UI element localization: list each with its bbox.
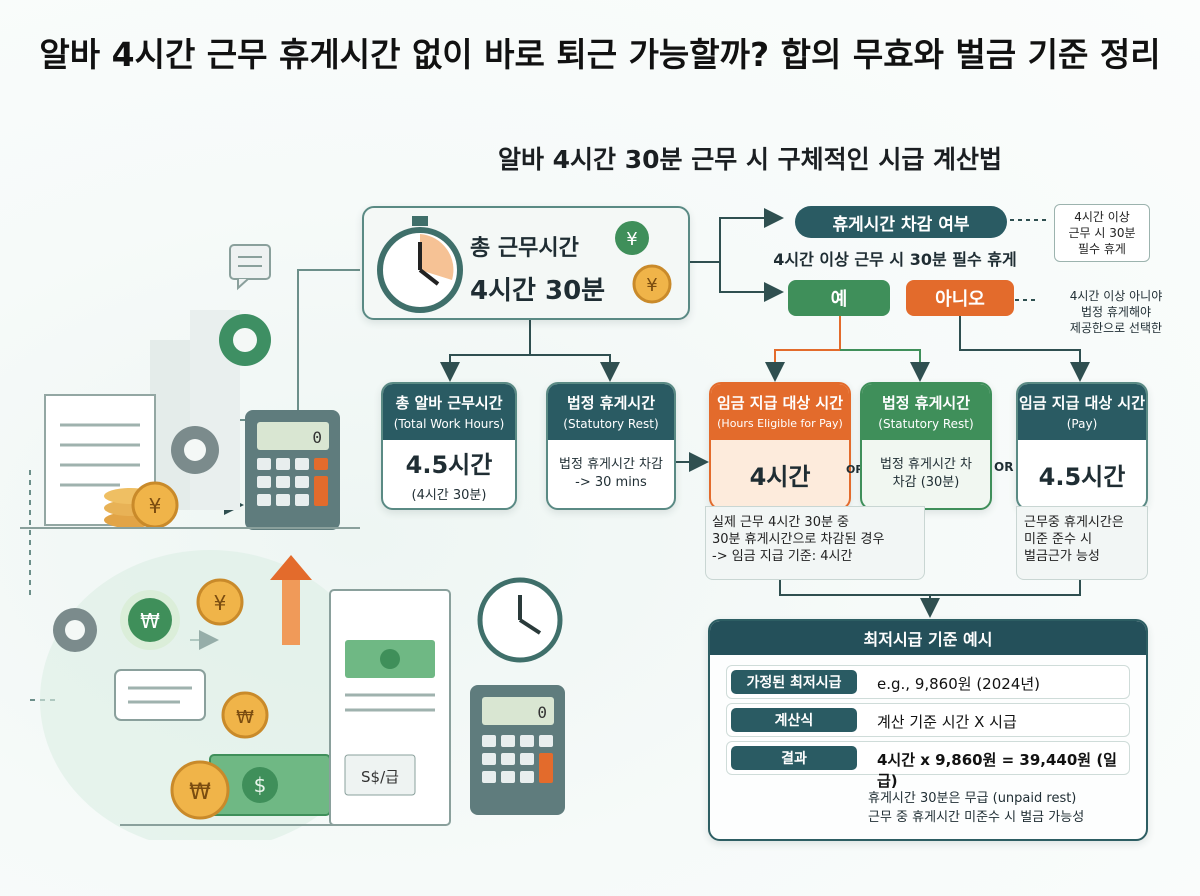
wage-row-value: 계산 기준 시간 X 시급 [877,713,1017,731]
svg-text:¥: ¥ [646,275,657,296]
svg-text:¥: ¥ [626,229,637,250]
svg-text:$: $ [254,773,267,797]
no-option: 아니오 [906,280,1014,316]
yen-coin-icon: ¥ [615,221,649,255]
wage-row-key: 계산식 [731,708,857,732]
wage-row: 가정된 최저시급 e.g., 9,860원 (2024년) [726,665,1130,699]
finance-illustration: ¥ 0 ₩ ¥ $ ₩ [20,244,360,840]
svg-text:₩: ₩ [189,780,211,805]
calculator-icon: 0 [470,685,565,815]
yen-coin-icon: ¥ [196,578,244,626]
card-title: 임금 지급 대상 시간 [716,394,844,412]
pay-note-box [705,506,925,580]
message-bubble-icon [114,669,206,721]
decision-note-top: 4시간 이상 근무 시 30분 필수 휴게 [1054,204,1150,262]
card-title: 법정 휴게시간 [881,394,971,412]
chat-bubble-icon [229,244,271,291]
card-title: 임금 지급 대상 시간 [1018,394,1146,412]
gear-icon [53,608,97,652]
page-title: 알바 4시간 근무 휴게시간 없이 바로 퇴근 가능할까? 합의 무효와 벌금 … [39,35,1161,74]
decision-header: 휴게시간 차감 여부 [795,206,1007,238]
pay-note: 실제 근무 4시간 30분 중 30분 휴게시간으로 차감된 경우 -> 임금 … [712,515,885,564]
card-total-work: 총 알바 근무시간 (Total Work Hours) 4.5시간 (4시간 … [381,382,517,510]
card-subvalue: (4시간 30분) [411,488,487,503]
won-coin-icon: ₩ [170,760,230,820]
card-statutory-rest-2: 법정 휴게시간 (Statutory Rest) 법정 휴게시간 차 차감 (3… [860,382,992,510]
receipt-illustration: S$/급 0 [329,577,565,826]
svg-text:¥: ¥ [214,591,227,615]
min-wage-header: 최저시급 기준 예시 [710,621,1146,655]
svg-text:S$/급: S$/급 [361,768,399,786]
card-pay-2: 임금 지급 대상 시간 (Pay) 4.5시간 [1016,382,1148,510]
svg-text:₩: ₩ [236,707,254,728]
min-wage-panel: 최저시급 기준 예시 가정된 최저시급 e.g., 9,860원 (2024년)… [708,619,1148,841]
wage-row-key: 결과 [731,746,857,770]
or-label: OR [994,460,1014,474]
gear-icon [171,426,219,474]
card-title-en: (Statutory Rest) [563,417,659,431]
svg-text:0: 0 [312,428,322,447]
card-value: 법정 휴게시간 차감 -> 30 mins [559,457,663,490]
gear-icon [219,314,271,366]
wage-row-value: e.g., 9,860원 (2024년) [877,675,1041,693]
yen-coin-icon: ¥ [632,264,672,304]
card-title-en: (Hours Eligible for Pay) [717,417,843,430]
pay2-note: 근무중 휴게시간은 미준 준수 시 벌금근가 능성 [1024,515,1124,564]
svg-text:0: 0 [537,703,547,722]
or-label: OR [846,463,864,476]
card-value: 법정 휴게시간 차 차감 (30분) [880,457,972,490]
coin-stack-icon: ¥ [104,481,179,529]
won-coin-icon: ₩ [221,691,269,739]
won-coin-icon: ₩ [120,590,180,650]
wage-row: 계산식 계산 기준 시간 X 시급 [726,703,1130,737]
card-title: 총 알바 근무시간 [395,394,503,412]
wage-row-value: 4시간 x 9,860원 = 39,440원 (일급) [877,751,1117,790]
card-value: 4.5시간 [405,451,493,479]
card-title-en: (Statutory Rest) [878,417,974,431]
page-subtitle: 알바 4시간 30분 근무 시 구체적인 시급 계산법 [497,145,1003,174]
card-pay-eligible: 임금 지급 대상 시간 (Hours Eligible for Pay) 4시간 [709,382,851,510]
currency-coins: ¥ ¥ [615,221,672,304]
card-title: 법정 휴게시간 [566,394,656,412]
stopwatch-icon [377,216,463,313]
pay2-note-box [1016,506,1148,580]
svg-text:₩: ₩ [140,609,160,633]
card-value: 4.5시간 [1038,462,1126,491]
clock-icon [477,577,563,663]
card-title-en: (Pay) [1066,417,1098,431]
decision-note-no: 4시간 이상 아니야 법정 휴게해야 제공한으로 선택한 [1069,289,1163,335]
card-title-en: (Total Work Hours) [393,417,505,431]
banknote-icon: $ [209,754,331,816]
arrow-up-icon [270,555,312,645]
yes-option: 예 [788,280,890,316]
card-statutory-rest: 법정 휴게시간 (Statutory Rest) 법정 휴게시간 차감 -> 3… [546,382,676,510]
receipt-icon: S$/급 [329,589,451,826]
total-hours-value: 4시간 30분 [470,276,606,306]
total-hours-label: 총 근무시간 [470,236,579,261]
card-value: 4시간 [749,462,811,491]
calculator-icon: 0 [245,410,340,530]
wage-row: 결과 4시간 x 9,860원 = 39,440원 (일급) [726,741,1130,790]
svg-text:¥: ¥ [149,494,162,518]
wage-footer: 휴게시간 30분은 무급 (unpaid rest) 근무 중 휴게시간 미준수… [868,791,1085,825]
decision-question: 4시간 이상 근무 시 30분 필수 휴게 [773,250,1017,269]
wage-row-key: 가정된 최저시급 [731,670,857,694]
